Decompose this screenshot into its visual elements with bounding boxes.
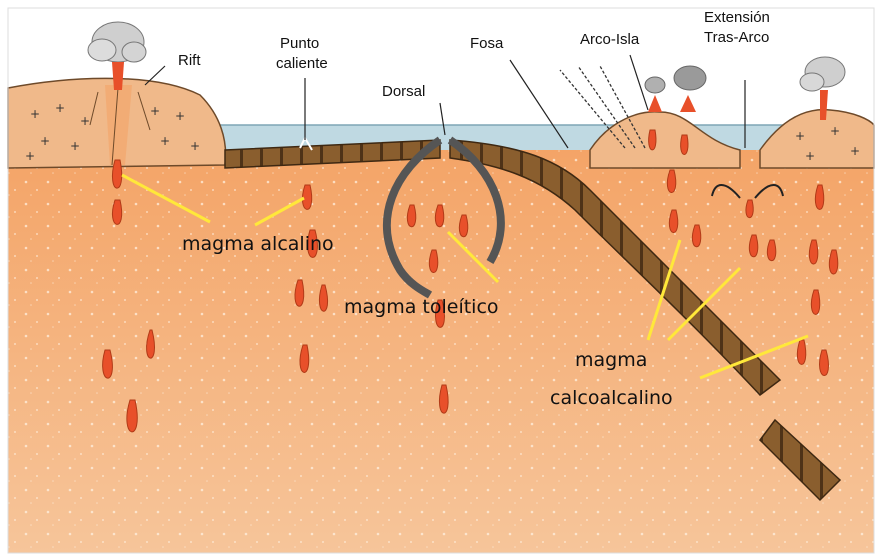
label-magma-alcalino: magma alcalino (182, 233, 334, 255)
svg-text:+: + (30, 107, 40, 121)
svg-text:+: + (175, 109, 185, 123)
rift-continent: +++ +++ +++ + (8, 78, 226, 168)
label-magma: magma (575, 349, 647, 371)
label-extension: Extensión (704, 9, 770, 26)
svg-text:+: + (25, 149, 35, 163)
label-calcoalcalino: calcoalcalino (550, 387, 673, 409)
island-arc (590, 66, 740, 168)
svg-text:+: + (190, 139, 200, 153)
svg-text:+: + (805, 149, 815, 163)
label-dorsal: Dorsal (382, 83, 425, 100)
svg-text:+: + (70, 139, 80, 153)
label-arco-isla: Arco-Isla (580, 31, 640, 48)
label-caliente: caliente (276, 55, 328, 72)
back-arc-continent: ++++ (760, 57, 874, 168)
svg-text:+: + (850, 144, 860, 158)
svg-text:+: + (795, 129, 805, 143)
svg-text:+: + (80, 114, 90, 128)
svg-text:+: + (40, 134, 50, 148)
label-magma-toleitico: magma toleítico (344, 296, 499, 318)
label-tras-arco: Tras-Arco (704, 29, 769, 46)
label-fosa: Fosa (470, 35, 504, 52)
svg-text:+: + (150, 104, 160, 118)
svg-text:+: + (160, 134, 170, 148)
svg-text:+: + (55, 101, 65, 115)
svg-text:+: + (830, 124, 840, 138)
label-punto: Punto (280, 35, 319, 52)
label-rift: Rift (178, 52, 201, 69)
